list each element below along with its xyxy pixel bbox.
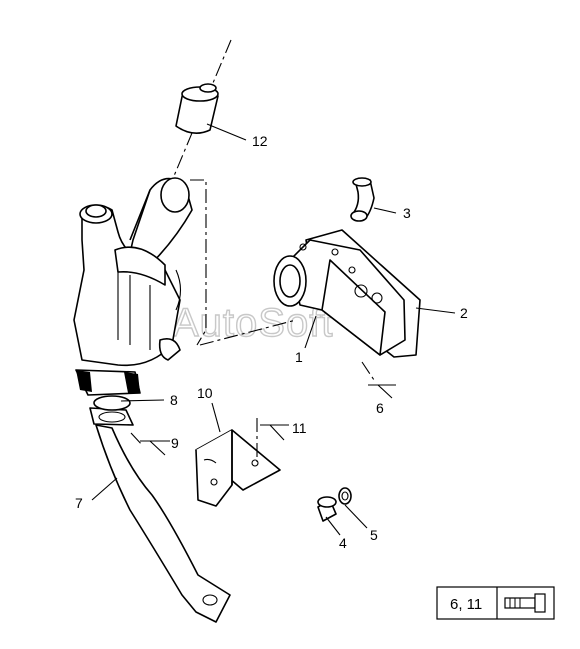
bolt-icon [504,593,546,613]
legend-refs: 6, 11 [450,596,482,613]
callout-4: 4 [339,535,347,551]
watermark: AutoSoft [172,301,333,345]
part-5-washer [338,487,352,505]
callout-12: 12 [252,133,268,149]
part-6-screw-marker [361,361,396,399]
callout-8: 8 [170,392,178,408]
callout-1: 1 [295,349,303,365]
part-3-elbow-fitting [350,177,375,222]
callout-11: 11 [292,420,307,436]
part-11-bolt-marker [256,418,289,462]
guide-lines [190,179,297,346]
legend-box: 6, 11 [436,586,555,620]
callout-2: 2 [460,305,468,321]
callout-7: 7 [75,495,83,511]
callout-6: 6 [376,400,384,416]
callout-3: 3 [403,205,411,221]
turbocharger-assembly [73,177,193,396]
part-10-bracket [195,429,281,507]
leader-lines [91,123,456,536]
part-1-oil-cooler [273,239,406,356]
callout-labels: 12 3 2 1 6 8 10 11 9 7 4 5 [75,133,468,551]
part-8-gasket [89,395,134,426]
callout-10: 10 [197,385,213,401]
callout-5: 5 [370,527,378,543]
part-4-plug [317,496,337,522]
part-9-screw-marker [130,432,170,456]
callout-9: 9 [171,435,179,451]
part-12-sleeve [175,83,219,134]
part-7-drain-pipe [95,424,231,623]
